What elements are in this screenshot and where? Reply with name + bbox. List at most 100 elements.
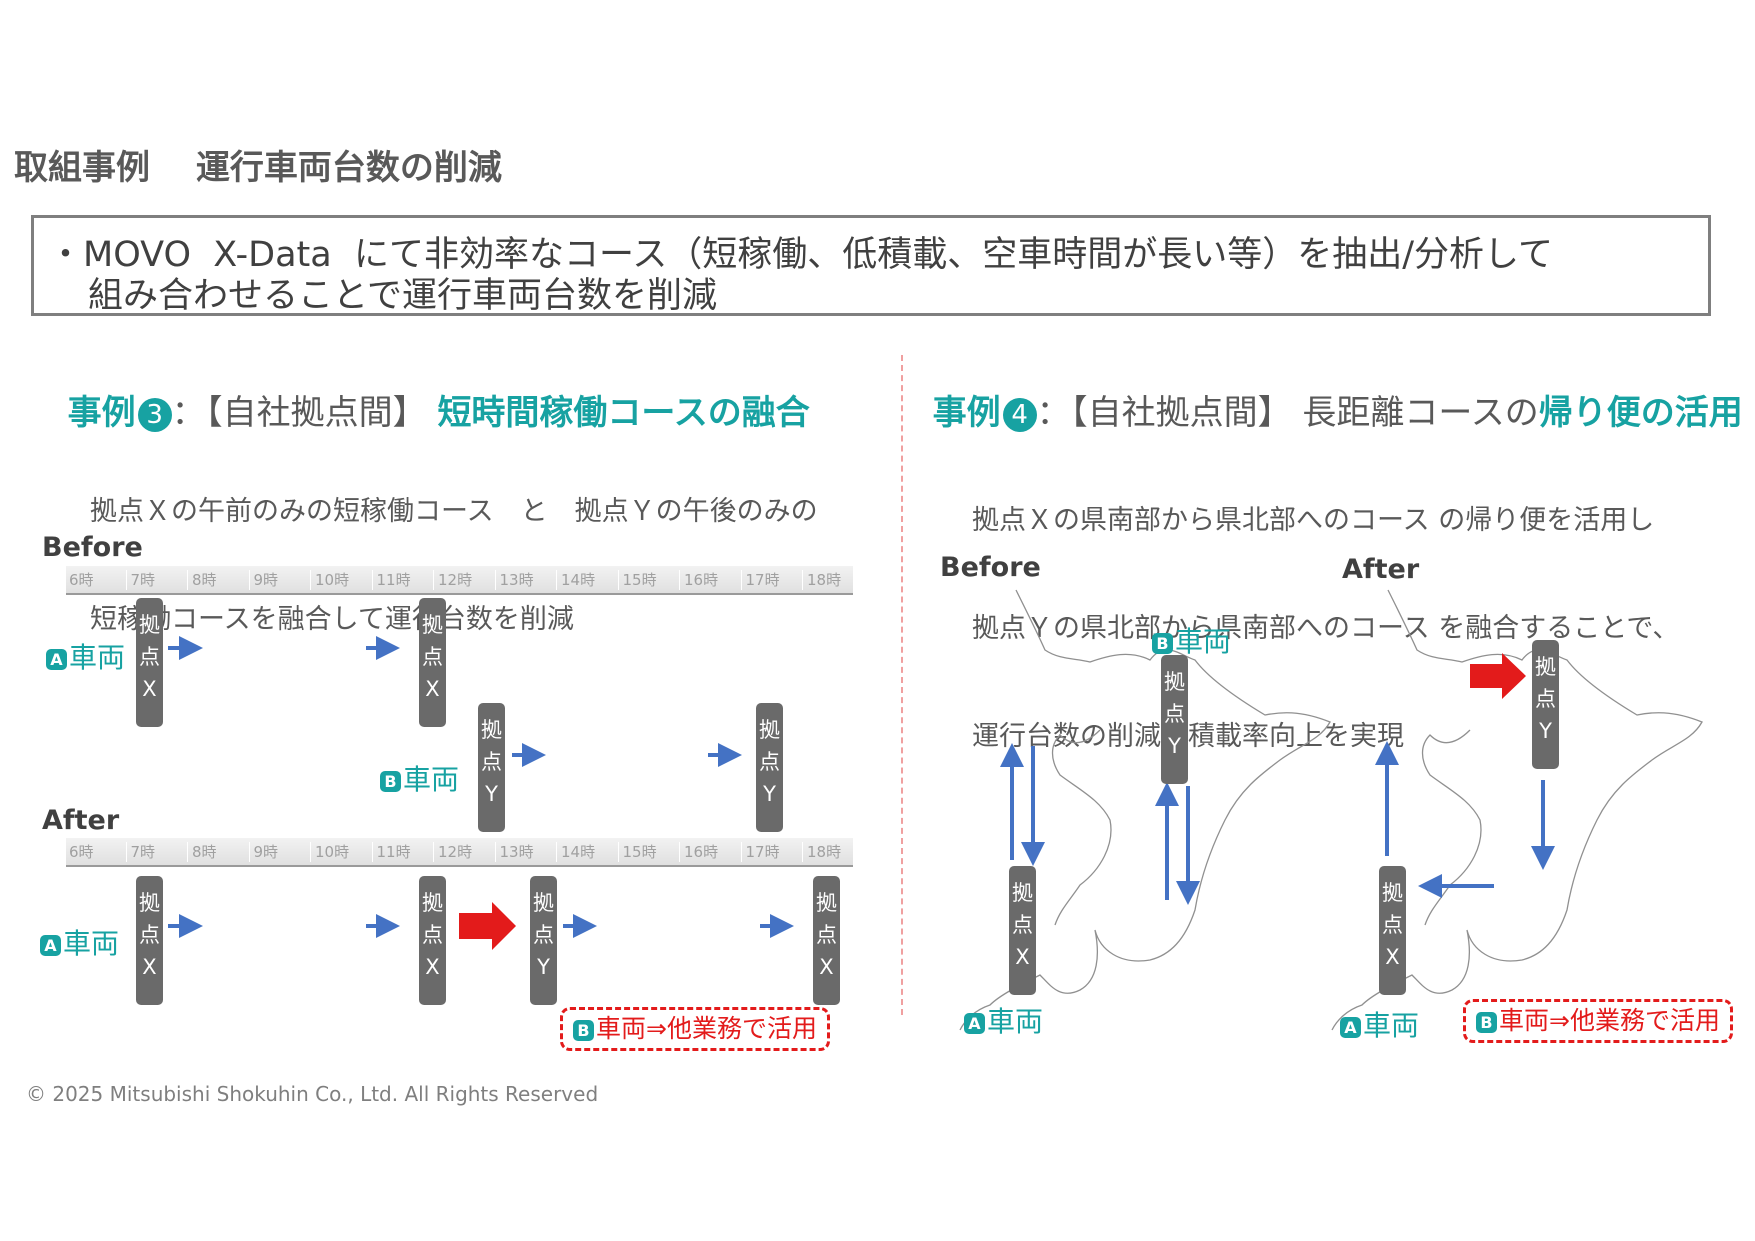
case4-label: 事例 bbox=[932, 393, 1001, 433]
vehicle-b-badge: B bbox=[1152, 632, 1173, 654]
time-tick-separator bbox=[310, 842, 311, 862]
red-arrow bbox=[1470, 653, 1526, 699]
time-tick: 16時 bbox=[684, 571, 719, 589]
time-tick: 6時 bbox=[69, 843, 94, 861]
time-tick-separator bbox=[494, 570, 496, 590]
case4-after-label: After bbox=[1342, 554, 1420, 585]
vehicle-b-label: 車両 bbox=[403, 763, 460, 796]
case4-desc-line-1: 拠点Ｘの県南部から県北部へのコース の帰り便を活用し bbox=[972, 505, 1655, 536]
time-tick-separator bbox=[371, 842, 373, 862]
summary-line-2: 組み合わせることで運行車両台数を削減 bbox=[88, 276, 717, 316]
case3-desc-line-1: 拠点Ｘの午前のみの短稼働コース と 拠点Ｙの午後のみの bbox=[90, 496, 818, 527]
vehicle-b-badge: B bbox=[573, 1019, 594, 1041]
map-outline-after bbox=[1331, 589, 1703, 1031]
time-tick: 11時 bbox=[376, 571, 411, 589]
time-tick-separator bbox=[248, 842, 250, 862]
time-tick: 18時 bbox=[807, 571, 842, 589]
time-tick-separator bbox=[125, 570, 127, 590]
case3-number-badge: 3 bbox=[137, 397, 172, 432]
time-tick-separator bbox=[248, 570, 250, 590]
time-tick: 18時 bbox=[807, 843, 842, 861]
map-outline-before-west bbox=[1051, 729, 1112, 926]
summary-box: ・MOVO X-Data にて非効率なコース（短稼働、低積載、空車時間が長い等）… bbox=[31, 215, 1711, 316]
time-tick: 10時 bbox=[315, 843, 350, 861]
time-tick: 15時 bbox=[622, 843, 657, 861]
time-tick: 12時 bbox=[438, 571, 473, 589]
time-tick: 13時 bbox=[499, 571, 534, 589]
time-tick-separator bbox=[125, 842, 127, 862]
time-tick-separator bbox=[617, 842, 619, 862]
vehicle-a-label: 車両 bbox=[987, 1005, 1044, 1038]
map-outline-after-west bbox=[1421, 729, 1482, 926]
case3-bracket: ：【自社拠点間】 bbox=[171, 393, 438, 433]
case3-note-text: 車両⇒他業務で活用 bbox=[596, 1014, 817, 1043]
time-tick: 16時 bbox=[684, 843, 719, 861]
case4-note-text: 車両⇒他業務で活用 bbox=[1499, 1006, 1720, 1035]
case3-label: 事例 bbox=[67, 393, 136, 433]
time-tick-separator bbox=[187, 570, 188, 590]
vehicle-b-badge: B bbox=[1476, 1011, 1497, 1033]
time-tick: 12時 bbox=[438, 843, 473, 861]
vehicle-b-label: 車両 bbox=[1175, 625, 1232, 658]
time-tick-separator bbox=[617, 570, 619, 590]
time-tick-separator bbox=[433, 570, 434, 590]
case4-before-label: Before bbox=[940, 552, 1041, 583]
time-tick: 8時 bbox=[192, 843, 217, 861]
time-tick-separator bbox=[187, 842, 188, 862]
vehicle-a-badge: A bbox=[1340, 1016, 1361, 1038]
time-tick: 6時 bbox=[69, 571, 94, 589]
vehicle-a-badge: A bbox=[46, 648, 67, 670]
case4-desc-line-3: 運行台数の削減と積載率向上を実現 bbox=[972, 721, 1404, 752]
case3-description: 拠点Ｘの午前のみの短稼働コース と 拠点Ｙの午後のみの 短稼働コースを融合して運… bbox=[90, 422, 818, 674]
time-tick-separator bbox=[740, 842, 742, 862]
case3-desc-line-2: 短稼働コースを融合して運行台数を削減 bbox=[90, 604, 574, 635]
time-tick-separator bbox=[802, 842, 803, 862]
section-divider bbox=[901, 355, 903, 1015]
vehicle-a-badge: A bbox=[40, 934, 61, 956]
time-tick-separator bbox=[679, 842, 680, 862]
case4-bracket: ：【自社拠点間】 長距離コースの bbox=[1036, 393, 1539, 433]
time-tick: 9時 bbox=[253, 843, 279, 861]
time-tick-separator bbox=[371, 570, 373, 590]
time-tick: 15時 bbox=[622, 571, 657, 589]
case3-after-label: After bbox=[42, 805, 120, 836]
time-tick-separator bbox=[679, 570, 680, 590]
red-arrow bbox=[459, 902, 516, 950]
time-tick: 7時 bbox=[130, 571, 156, 589]
time-tick: 14時 bbox=[561, 843, 596, 861]
time-tick-separator bbox=[310, 570, 311, 590]
time-tick: 13時 bbox=[499, 843, 534, 861]
vehicle-a-badge: A bbox=[964, 1012, 985, 1034]
time-tick: 7時 bbox=[130, 843, 156, 861]
time-tick: 8時 bbox=[192, 571, 217, 589]
time-tick: 14時 bbox=[561, 571, 596, 589]
map-outline-before bbox=[959, 589, 1331, 1031]
vehicle-a-label: 車両 bbox=[69, 641, 126, 674]
time-tick: 10時 bbox=[315, 571, 350, 589]
vehicle-b-badge: B bbox=[380, 770, 401, 792]
case3-before-label: Before bbox=[42, 532, 143, 563]
case4-description: 拠点Ｘの県南部から県北部へのコース の帰り便を活用し 拠点Ｙの県北部から県南部へ… bbox=[972, 431, 1679, 791]
page-title: 取組事例 運行車両台数の削減 bbox=[14, 148, 502, 188]
case4-number-badge: 4 bbox=[1002, 397, 1037, 432]
